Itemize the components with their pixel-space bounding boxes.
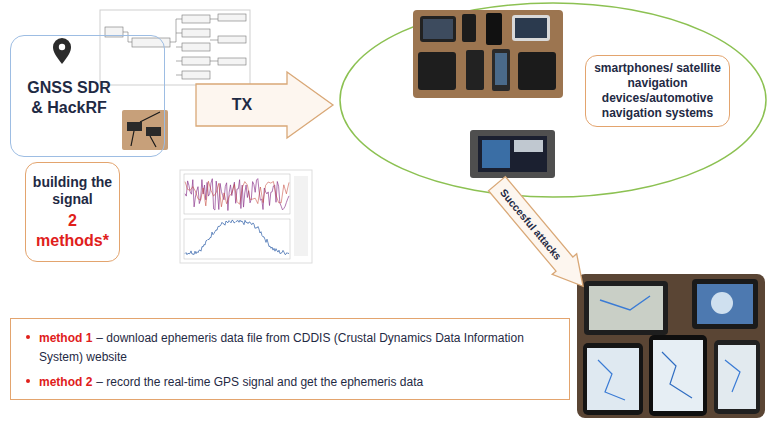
device (492, 49, 510, 91)
flow-block (182, 71, 210, 79)
car-nav-map (482, 140, 510, 168)
notes-box: method 1– download ephemeris data file f… (10, 318, 570, 400)
attack-arrow: Succesful attacks (484, 173, 596, 298)
car-nav-screen (478, 136, 547, 172)
map-route (598, 360, 625, 400)
target-box: smartphones/ satellite navigation device… (585, 55, 730, 127)
device-screen (697, 284, 753, 324)
device-screen (589, 286, 663, 330)
device (692, 279, 758, 329)
device (512, 15, 550, 41)
arrow-outline (196, 72, 333, 138)
device-ellipse (340, 3, 766, 197)
arrow-shape (195, 70, 335, 140)
device (714, 340, 760, 414)
signal-waveform (185, 181, 289, 207)
method-box: building the signal2 methods* (25, 162, 120, 262)
node-text: – download ephemeris data file from CDDI… (39, 331, 524, 364)
signal-waveform (185, 179, 289, 211)
flowchart-screenshot (100, 10, 250, 85)
location-pin-hole (59, 44, 65, 50)
device (418, 52, 456, 90)
tx-arrow: TX (195, 70, 335, 140)
device-box: GNSS SDR & HackRF (10, 35, 165, 157)
signal-plot (180, 170, 312, 263)
bullet-dot (26, 379, 30, 383)
node-text: method 2 (39, 375, 92, 389)
device (486, 13, 502, 45)
car-nav-photo (470, 130, 555, 178)
flow-block (182, 29, 210, 37)
device-screen (587, 348, 639, 410)
device (420, 16, 456, 42)
flow-block (182, 15, 210, 23)
devices-photo (413, 10, 563, 98)
hackrf-board (146, 127, 161, 136)
node-text: 2 methods* (32, 211, 113, 251)
device-screen (495, 53, 507, 85)
node-text: – record the real-time GPS signal and ge… (96, 375, 423, 389)
node-text: method 1 (39, 331, 92, 345)
device (584, 281, 668, 335)
signal-spectrum (185, 220, 289, 255)
car-nav-map (514, 140, 543, 152)
device-screen (653, 340, 703, 411)
node-text: building the signal (32, 174, 113, 208)
bullet-line: method 1– download ephemeris data file f… (25, 328, 559, 366)
flow-block (218, 14, 246, 21)
flow-block (182, 43, 210, 51)
flow-wires (123, 19, 218, 75)
arrow-outline (485, 173, 596, 296)
map-route (662, 352, 692, 398)
node-text: GNSS SDR & HackRF (21, 78, 117, 118)
flow-block (182, 57, 210, 65)
hackrf-antenna (131, 112, 160, 147)
plot-controls (294, 176, 308, 256)
map-route (725, 360, 740, 392)
device-screen (718, 345, 756, 409)
node-text: TX (199, 95, 285, 115)
device-screen (423, 19, 453, 39)
device (583, 343, 643, 415)
device (518, 52, 556, 90)
device-screen (515, 18, 547, 38)
device (466, 50, 484, 90)
flow-block (218, 36, 246, 43)
node-text: smartphones/ satellite navigation device… (594, 61, 721, 121)
bullet-line: method 2 – record the real-time GPS signa… (25, 372, 559, 391)
flow-block (218, 58, 246, 65)
device (649, 335, 707, 416)
device (462, 14, 476, 42)
plot-panel (184, 174, 290, 214)
attacked-devices-photo (577, 274, 765, 418)
map-route (600, 296, 650, 310)
bullet-dot (26, 335, 30, 339)
hackrf-photo (122, 110, 168, 150)
plot-panel (184, 219, 290, 259)
globe (711, 292, 733, 314)
node-text: Succesful attacks (492, 180, 570, 269)
hackrf-board (127, 122, 142, 131)
location-pin (53, 38, 71, 64)
